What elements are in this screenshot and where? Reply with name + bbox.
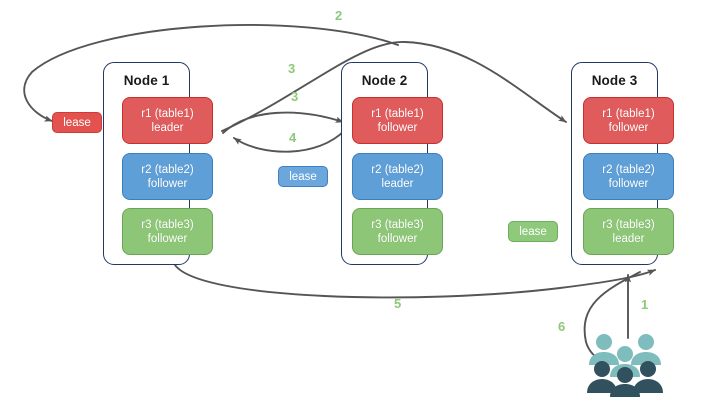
- node-1-title: Node 1: [123, 73, 170, 88]
- step-6-label: 6: [558, 319, 566, 334]
- lease-r2-badge[interactable]: lease: [278, 166, 328, 187]
- node-2-replica-r1-line2: follower: [377, 121, 418, 134]
- step-5-label: 5: [394, 296, 402, 311]
- node-3-replica-r2[interactable]: r2 (table2) follower: [583, 153, 674, 200]
- node-2-replica-r1[interactable]: r1 (table1) follower: [352, 97, 443, 144]
- node-3-replica-r1-line1: r1 (table1): [602, 107, 655, 120]
- node-1-replica-r1[interactable]: r1 (table1) leader: [122, 97, 213, 144]
- lease-r3-badge[interactable]: lease: [508, 221, 558, 242]
- node-2-replica-r3[interactable]: r3 (table3) follower: [352, 208, 443, 255]
- step-1-label: 1: [641, 297, 649, 312]
- node-3-replica-r2-line1: r2 (table2): [602, 163, 655, 176]
- node-2-replica-r2[interactable]: r2 (table2) leader: [352, 153, 443, 200]
- node-2-title: Node 2: [361, 73, 408, 88]
- node-1-replica-r2[interactable]: r2 (table2) follower: [122, 153, 213, 200]
- step-3a-label: 3: [288, 61, 296, 76]
- step-4-label: 4: [289, 130, 297, 145]
- node-1-replica-r2-line2: follower: [147, 177, 188, 190]
- node-3-replica-r2-line2: follower: [608, 177, 649, 190]
- node-2-replica-r2-line2: leader: [381, 177, 414, 190]
- node-2-replica-r1-line1: r1 (table1): [371, 107, 424, 120]
- node-1-replica-r3-line1: r3 (table3): [141, 218, 194, 231]
- node-1-replica-r1-line2: leader: [151, 121, 184, 134]
- node-2-replica-r3-line1: r3 (table3): [371, 218, 424, 231]
- node-1-replica-r1-line1: r1 (table1): [141, 107, 194, 120]
- node-2-replica-r2-line1: r2 (table2): [371, 163, 424, 176]
- step-2-label: 2: [335, 8, 343, 23]
- node-3-replica-r3-line2: leader: [612, 232, 645, 245]
- node-3-title: Node 3: [591, 73, 638, 88]
- node-3-replica-r3-line1: r3 (table3): [602, 218, 655, 231]
- node-1-replica-r3-line2: follower: [147, 232, 188, 245]
- node-3-replica-r3[interactable]: r3 (table3) leader: [583, 208, 674, 255]
- arrow-5: [174, 264, 656, 299]
- node-3-replica-r1[interactable]: r1 (table1) follower: [583, 97, 674, 144]
- node-3-replica-r1-line2: follower: [608, 121, 649, 134]
- node-1-replica-r2-line1: r2 (table2): [141, 163, 194, 176]
- node-1-replica-r3[interactable]: r3 (table3) follower: [122, 208, 213, 255]
- people-group-icon: [587, 334, 663, 397]
- node-2-replica-r3-line2: follower: [377, 232, 418, 245]
- lease-r1-badge[interactable]: lease: [52, 112, 102, 133]
- arrow-3-lens: [222, 111, 344, 134]
- step-3b-label: 3: [291, 89, 299, 104]
